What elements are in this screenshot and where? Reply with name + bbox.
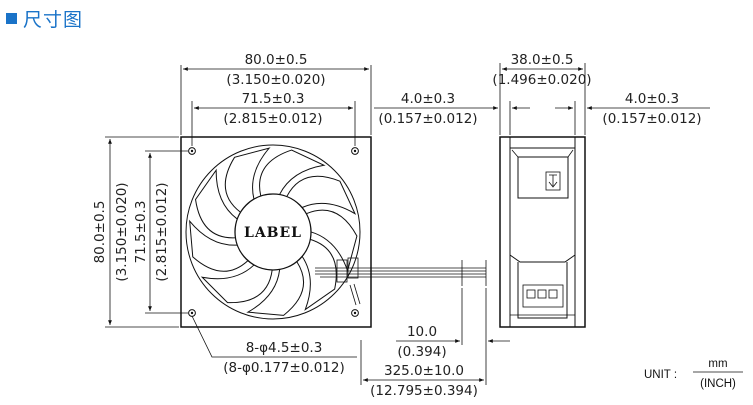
fan-blade [286, 175, 357, 215]
section-header: 尺寸图 [6, 4, 83, 32]
fan-blade [259, 149, 326, 197]
fan-blade [246, 260, 305, 316]
dim-holes-mm: 8-φ4.5±0.3 [246, 340, 323, 356]
unit-inch: (INCH) [700, 378, 736, 390]
dim-left-outer-inch: (3.150±0.020) [114, 182, 130, 281]
dim-top-outer-mm: 80.0±0.5 [245, 52, 308, 68]
dimension-lines [105, 63, 710, 385]
dim-depth-mm: 38.0±0.5 [511, 52, 574, 68]
fan-blade [200, 264, 273, 304]
fan-blade [224, 147, 271, 213]
fan-opening [185, 144, 361, 320]
front-view: LABEL [180, 136, 487, 328]
dim-flange-left-inch: (0.157±0.012) [378, 111, 477, 127]
lead-wires [315, 257, 487, 306]
dim-left-inner-mm: 71.5±0.3 [133, 201, 149, 264]
dim-strip-mm: 10.0 [407, 324, 437, 340]
fan-blades [189, 147, 358, 316]
dim-top-outer-inch: (3.150±0.020) [226, 72, 325, 88]
mounting-holes [188, 147, 359, 317]
fan-blade [301, 238, 337, 311]
fan-hub [234, 193, 312, 271]
fan-blade [305, 209, 358, 273]
dim-flange-right-inch: (0.157±0.012) [602, 111, 701, 127]
dim-lead-mm: 325.0±10.0 [384, 363, 464, 379]
dim-depth-inch: (1.496±0.020) [492, 72, 591, 88]
unit-prefix: UNIT : [644, 369, 677, 381]
dimension-labels: 80.0±0.5 (3.150±0.020) 71.5±0.3 (2.815±0… [92, 52, 702, 399]
dim-strip-inch: (0.394) [397, 344, 446, 360]
section-square-icon [6, 12, 17, 24]
dim-lead-inch: (12.795±0.394) [370, 383, 478, 399]
unit-mm: mm [708, 358, 727, 370]
section-title: 尺寸图 [23, 8, 84, 31]
side-view [499, 136, 586, 328]
dim-flange-left-mm: 4.0±0.3 [401, 91, 455, 107]
unit-note: UNIT : mm (INCH) [644, 358, 743, 390]
airflow-arrow-icon [545, 171, 561, 191]
dim-holes-inch: (8-φ0.177±0.012) [223, 360, 345, 376]
fan-blade [189, 219, 249, 272]
fan-blade [195, 168, 238, 239]
hub-label: LABEL [244, 225, 302, 241]
dim-left-inner-inch: (2.815±0.012) [154, 182, 170, 281]
dim-flange-right-mm: 4.0±0.3 [625, 91, 679, 107]
dim-left-outer-mm: 80.0±0.5 [92, 201, 108, 264]
dim-top-inner-mm: 71.5±0.3 [242, 91, 305, 107]
fan-frame [180, 136, 372, 328]
dim-top-inner-inch: (2.815±0.012) [223, 111, 322, 127]
